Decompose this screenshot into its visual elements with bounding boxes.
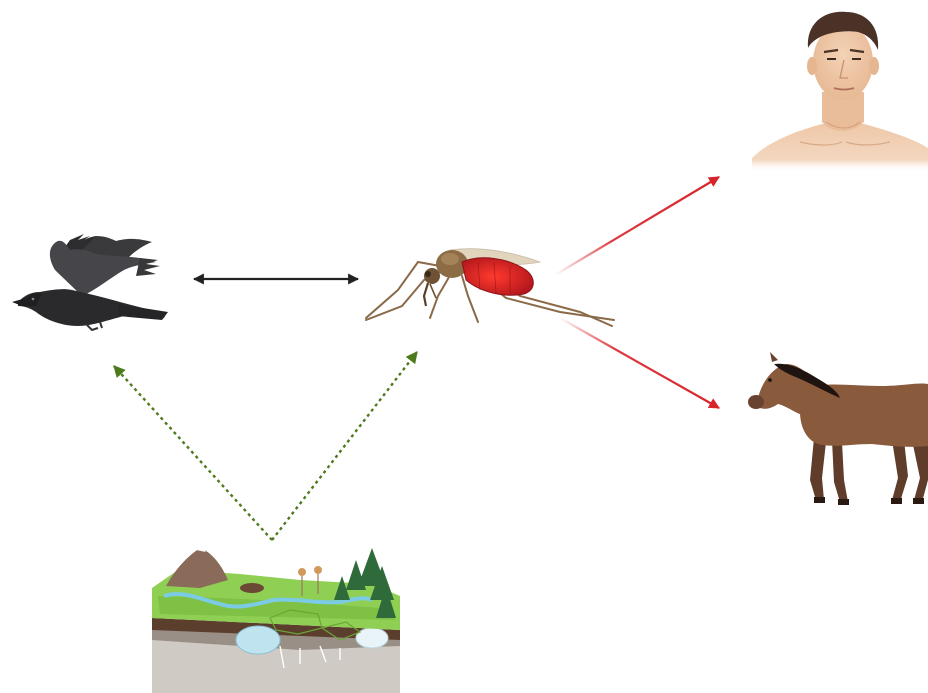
mosquito-horse-arrow	[560, 318, 719, 408]
landscape-icon	[152, 544, 400, 693]
horse-icon	[748, 352, 928, 505]
environment-bird-arrow	[114, 366, 272, 540]
crow-icon	[12, 234, 168, 330]
mosquito-icon	[366, 249, 614, 326]
environment-mosquito-arrow	[272, 352, 417, 540]
human-icon	[752, 12, 928, 172]
mosquito-human-arrow	[555, 177, 719, 275]
